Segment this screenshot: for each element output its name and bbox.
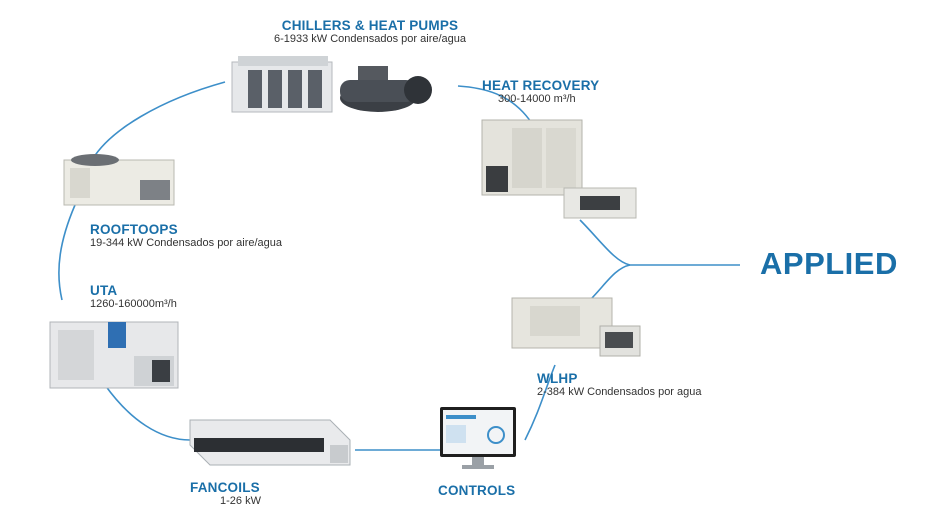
- wlhp-title: WLHP: [537, 371, 578, 386]
- chillers-spec: 6-1933 kW Condensados por aire/agua: [273, 33, 466, 45]
- fancoils-title: FANCOILS: [190, 480, 260, 495]
- controls-monitor-image: [440, 407, 516, 469]
- heat-recovery-title: HEAT RECOVERY: [482, 78, 600, 93]
- chillers-group: CHILLERS & HEAT PUMPS 6-1933 kW Condensa…: [250, 18, 490, 45]
- uta-group: UTA 1260-160000m³/h: [90, 283, 177, 310]
- controls-group: CONTROLS: [438, 483, 515, 498]
- controls-title: CONTROLS: [438, 483, 516, 498]
- heat-recovery-group: HEAT RECOVERY 300-14000 m³/h: [482, 78, 599, 105]
- wlhp-spec: 2-384 kW Condensados por agua: [537, 386, 702, 398]
- branch-line-top: [579, 219, 740, 266]
- chillers-title: CHILLERS & HEAT PUMPS: [281, 18, 459, 33]
- heat-recovery-spec: 300-14000 m³/h: [498, 93, 576, 105]
- applied-label: APPLIED: [760, 246, 898, 281]
- wlhp-unit-image: [511, 297, 641, 357]
- uta-spec: 1260-160000m³/h: [90, 298, 177, 310]
- rooftop-unit-image: [63, 154, 175, 206]
- fancoils-spec: 1-26 kW: [220, 495, 261, 507]
- cycle-line: [58, 204, 76, 301]
- uta-unit-image: [49, 321, 179, 389]
- chiller-unit-image: [231, 56, 432, 113]
- uta-title: UTA: [90, 283, 118, 298]
- fancoil-unit-image: [189, 419, 351, 466]
- branch-line-bottom: [589, 264, 631, 301]
- rooftops-title: ROOFTOOPS: [90, 222, 178, 237]
- wlhp-group: WLHP 2-384 kW Condensados por agua: [537, 371, 702, 398]
- heat-recovery-unit-image: [481, 119, 637, 219]
- cycle-line: [524, 364, 556, 441]
- rooftops-group: ROOFTOOPS 19-344 kW Condensados por aire…: [90, 222, 282, 249]
- cycle-line: [104, 384, 191, 441]
- cycle-line: [91, 81, 226, 161]
- rooftops-spec: 19-344 kW Condensados por aire/agua: [90, 237, 283, 249]
- fancoils-group: FANCOILS 1-26 kW: [190, 480, 270, 507]
